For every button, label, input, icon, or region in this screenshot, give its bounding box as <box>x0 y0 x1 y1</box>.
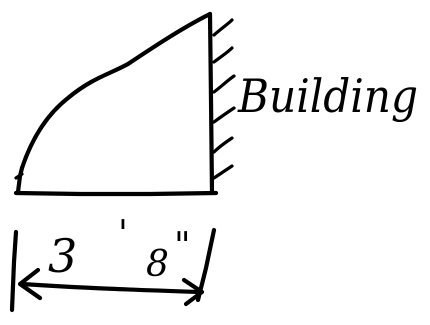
shape-left-tick <box>14 172 24 180</box>
dimension-arrow-right <box>181 277 205 307</box>
dimension-arrow-left <box>17 267 43 301</box>
building-wall-hatching <box>212 18 236 180</box>
curved-edge <box>19 11 213 171</box>
dimension-inches: 8 <box>146 244 169 285</box>
dimension-extension-left <box>9 229 19 313</box>
dimension-inches-mark: " <box>174 226 191 267</box>
ground-line <box>13 190 219 197</box>
shape-left-edge <box>15 165 25 195</box>
dimension-feet-mark: ' <box>118 214 128 255</box>
building-label: Building <box>237 69 418 123</box>
dimension-line <box>19 281 203 295</box>
building-wall-line <box>207 11 215 195</box>
dimension-feet: 3 <box>48 229 77 283</box>
